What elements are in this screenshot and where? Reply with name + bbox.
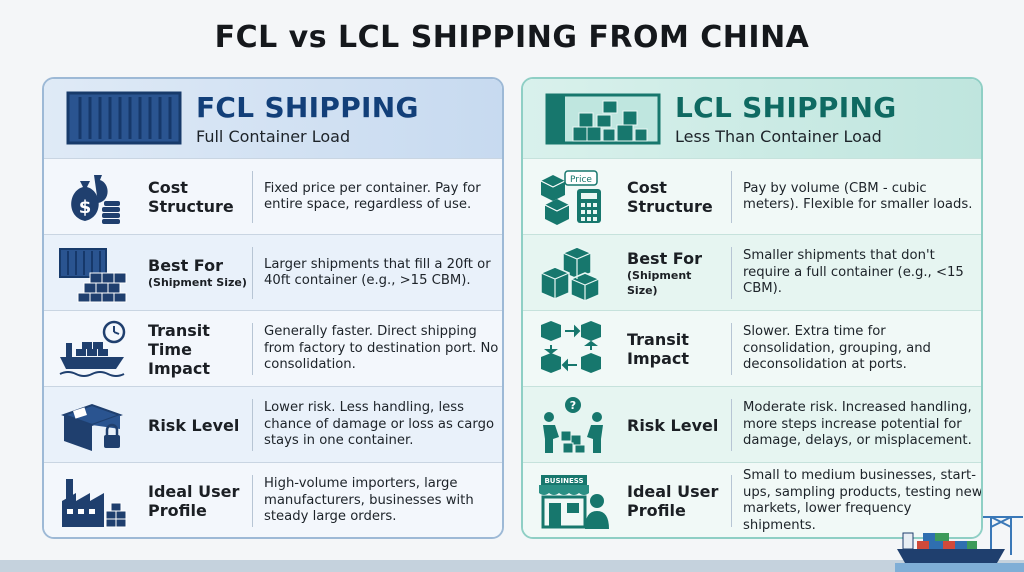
- lcl-header: LCL SHIPPING Less Than Container Load: [523, 79, 981, 158]
- lcl-desc-cost: Pay by volume (CBM - cubic meters). Flex…: [743, 180, 973, 213]
- storefront-person-icon: BUSINESS: [537, 471, 609, 531]
- lcl-label-best-for-small: (Shipment Size): [627, 268, 692, 297]
- lcl-panel: LCL SHIPPING Less Than Container Load Pr…: [521, 77, 983, 539]
- lcl-desc-transit: Slower. Extra time for consolidation, gr…: [743, 324, 931, 373]
- divider: [731, 247, 732, 299]
- fcl-panel: FCL SHIPPING Full Container Load $ Cost …: [42, 77, 504, 539]
- fcl-label-best-for-small: (Shipment Size): [148, 276, 247, 289]
- shipping-container-icon: [64, 89, 184, 147]
- locked-box-icon: [58, 395, 130, 455]
- fcl-label-best-for-main: Best For: [148, 256, 223, 275]
- lcl-title: LCL SHIPPING: [675, 91, 897, 124]
- lcl-row-best-for: Best For (Shipment Size) Smaller shipmen…: [523, 234, 981, 310]
- open-container-boxes-icon: [543, 89, 663, 147]
- divider: [731, 323, 732, 375]
- lcl-row-ideal-user: BUSINESS Ideal User Profile Small to med…: [523, 462, 983, 537]
- lcl-row-transit: Transit Impact Slower. Extra time for co…: [523, 310, 981, 386]
- money-bag-coins-icon: $: [58, 167, 130, 227]
- business-sign-text: BUSINESS: [544, 477, 583, 485]
- lcl-label-best-for-main: Best For: [627, 248, 702, 268]
- ground-strip: [0, 560, 1024, 572]
- svg-text:$: $: [79, 197, 92, 218]
- divider: [731, 171, 732, 223]
- price-tag-calculator-icon: Price: [537, 167, 609, 227]
- fcl-desc-best-for: Larger shipments that fill a 20ft or 40f…: [264, 256, 491, 289]
- lcl-label-risk: Risk Level: [627, 415, 719, 435]
- divider: [252, 399, 253, 451]
- fcl-desc-ideal-user: High-volume importers, large manufacture…: [264, 476, 474, 525]
- factory-icon: [58, 471, 130, 531]
- fcl-label-cost: Cost Structure: [148, 178, 234, 216]
- page-title: FCL vs LCL SHIPPING FROM CHINA: [214, 20, 810, 55]
- fcl-desc-risk: Lower risk. Less handling, less chance o…: [264, 400, 495, 449]
- lcl-desc-ideal-user: Small to medium businesses, start-ups, s…: [743, 468, 983, 533]
- fcl-desc-cost: Fixed price per container. Pay for entir…: [264, 180, 481, 213]
- divider: [252, 323, 253, 375]
- lcl-desc-risk: Moderate risk. Increased handling, more …: [743, 400, 972, 449]
- fcl-title: FCL SHIPPING: [196, 91, 419, 124]
- lcl-desc-best-for: Smaller shipments that don't require a f…: [743, 248, 964, 297]
- fcl-row-cost: $ Cost Structure Fixed price per contain…: [44, 158, 502, 234]
- lcl-label-cost: Cost Structure: [627, 178, 713, 216]
- divider: [731, 475, 732, 527]
- lcl-row-cost: Price Cost Structure Pay by volume (CBM …: [523, 158, 981, 234]
- fcl-label-best-for: Best For (Shipment Size): [148, 235, 248, 311]
- cargo-ship-crane-icon: [895, 515, 1024, 572]
- lcl-row-risk: ? Risk Level Moderate risk. Increased ha…: [523, 386, 981, 462]
- consolidation-arrows-icon: [537, 319, 609, 379]
- fcl-row-transit: Transit Time Impact Generally faster. Di…: [44, 310, 502, 386]
- svg-text:?: ?: [570, 399, 576, 412]
- lcl-label-ideal-user: Ideal User Profile: [627, 482, 719, 520]
- divider: [252, 171, 253, 223]
- fcl-header: FCL SHIPPING Full Container Load: [44, 79, 502, 158]
- divider: [252, 475, 253, 527]
- workers-question-icon: ?: [537, 395, 609, 455]
- divider: [252, 247, 253, 299]
- price-tag-text: Price: [570, 175, 592, 185]
- fcl-label-ideal-user: Ideal User Profile: [148, 482, 240, 520]
- container-with-boxes-icon: [58, 243, 130, 303]
- lcl-subtitle: Less Than Container Load: [675, 127, 882, 146]
- fcl-desc-transit: Generally faster. Direct shipping from f…: [264, 324, 499, 373]
- fcl-subtitle: Full Container Load: [196, 127, 351, 146]
- divider: [731, 399, 732, 451]
- lcl-label-transit: Transit Impact: [627, 330, 690, 368]
- lcl-label-best-for: Best For (Shipment Size): [627, 235, 727, 311]
- fcl-label-transit: Transit Time Impact: [148, 320, 211, 378]
- cargo-ship-clock-icon: [58, 319, 130, 379]
- fcl-row-ideal-user: Ideal User Profile High-volume importers…: [44, 462, 502, 537]
- fcl-label-risk: Risk Level: [148, 415, 240, 435]
- fcl-row-risk: Risk Level Lower risk. Less handling, le…: [44, 386, 502, 462]
- fcl-row-best-for: Best For (Shipment Size) Larger shipment…: [44, 234, 502, 310]
- stacked-boxes-icon: [537, 243, 609, 303]
